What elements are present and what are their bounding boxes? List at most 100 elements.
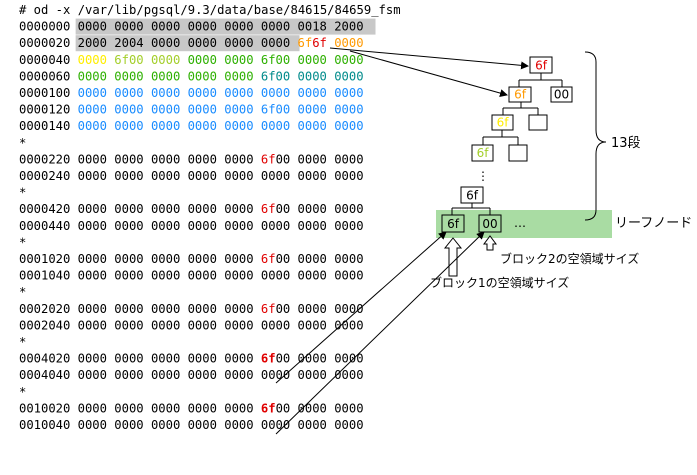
dump-word: 0000 bbox=[151, 53, 180, 67]
dump-word: 6f00 bbox=[261, 53, 290, 67]
dump-offset: 0002020 bbox=[19, 302, 70, 316]
dump-word: 0000 bbox=[224, 103, 253, 117]
dump-word: 0000 bbox=[334, 169, 363, 183]
dump-word: 0000 bbox=[78, 86, 107, 100]
tree-node-l2-left-label: 6f bbox=[514, 88, 527, 102]
dump-word: 0000 bbox=[151, 86, 180, 100]
dump-word: 0018 bbox=[298, 20, 327, 34]
levels-brace bbox=[584, 51, 607, 221]
dump-offset: 0000140 bbox=[19, 119, 70, 133]
dump-offset: 0000040 bbox=[19, 53, 70, 67]
dump-word: 0000 bbox=[78, 202, 107, 216]
dump-word: 0000 bbox=[114, 302, 143, 316]
dump-word: 0000 bbox=[224, 368, 253, 382]
dump-word: 0000 bbox=[261, 20, 290, 34]
dump-word: 0000 bbox=[334, 219, 363, 233]
dump-word: 0000 bbox=[188, 302, 217, 316]
dump-word: 0000 bbox=[78, 152, 107, 166]
dump-word: 0000 bbox=[151, 252, 180, 266]
tree-leaf-1-label: 6f bbox=[447, 217, 460, 231]
dump-word: 0000 bbox=[224, 269, 253, 283]
dump-offset: 0010040 bbox=[19, 418, 70, 432]
dump-word: 0000 bbox=[114, 69, 143, 83]
dump-word: 0000 bbox=[114, 103, 143, 117]
dump-word: 0000 bbox=[188, 169, 217, 183]
dump-word: 6f00 bbox=[261, 302, 290, 316]
dump-word: 0000 bbox=[261, 368, 290, 382]
dump-word: 0000 bbox=[151, 119, 180, 133]
dump-word: 0000 bbox=[151, 169, 180, 183]
dump-word: 0000 bbox=[298, 252, 327, 266]
tree-node-l4-right bbox=[508, 144, 528, 162]
dump-word: 0000 bbox=[334, 318, 363, 332]
dump-word: 0000 bbox=[261, 418, 290, 432]
dump-word: 0000 bbox=[298, 119, 327, 133]
dump-word: 0000 bbox=[188, 368, 217, 382]
dump-word: 0000 bbox=[298, 269, 327, 283]
dump-word: 0000 bbox=[298, 352, 327, 366]
dump-word: 0000 bbox=[334, 103, 363, 117]
dump-word: 0000 bbox=[261, 86, 290, 100]
dump-word: 0000 bbox=[334, 36, 363, 50]
block1-label: ブロック1の空領域サイズ bbox=[430, 275, 569, 290]
dump-word: 0000 bbox=[334, 418, 363, 432]
dump-word: 0000 bbox=[114, 368, 143, 382]
dump-word: 0000 bbox=[188, 252, 217, 266]
dump-word: 0000 bbox=[298, 219, 327, 233]
dump-word: 0000 bbox=[261, 269, 290, 283]
dump-word: 0000 bbox=[334, 152, 363, 166]
dump-word: 0000 bbox=[261, 119, 290, 133]
tree-leaf-2 bbox=[478, 214, 502, 233]
dump-word: 0000 bbox=[78, 20, 107, 34]
dump-word: 0000 bbox=[151, 269, 180, 283]
dump-word: 0000 bbox=[78, 252, 107, 266]
dump-offset: 0002040 bbox=[19, 318, 70, 332]
dump-word: 6f00 bbox=[261, 352, 290, 366]
dump-word: 2004 bbox=[114, 36, 143, 50]
tree-node-l2-right-label: 00 bbox=[554, 88, 569, 102]
dump-word: 0000 bbox=[78, 53, 107, 67]
dump-word: 6f00 bbox=[261, 252, 290, 266]
tree-node-l3-right bbox=[528, 114, 548, 131]
dump-word: 0000 bbox=[224, 36, 253, 50]
dump-word: 0000 bbox=[188, 219, 217, 233]
dump-word: 0000 bbox=[334, 252, 363, 266]
dump-offset: 0001020 bbox=[19, 252, 70, 266]
dump-word: 0000 bbox=[188, 69, 217, 83]
highlight-band bbox=[75, 35, 300, 52]
tree-node-l2-right bbox=[550, 86, 573, 103]
levels-label: 13段 bbox=[611, 136, 641, 151]
dump-word: 0000 bbox=[114, 401, 143, 415]
dump-word: 0000 bbox=[261, 169, 290, 183]
dump-word: 0000 bbox=[224, 69, 253, 83]
dump-word: 0000 bbox=[188, 401, 217, 415]
dump-offset: 0000000 bbox=[19, 20, 70, 34]
dump-word: 0000 bbox=[114, 86, 143, 100]
dump-word: 0000 bbox=[151, 20, 180, 34]
tree-node-l3-left-label: 6f bbox=[497, 116, 510, 130]
dump-offset: 0000440 bbox=[19, 219, 70, 233]
dump-word: 0000 bbox=[224, 252, 253, 266]
block2-arrow bbox=[483, 235, 497, 251]
dump-word: 0000 bbox=[188, 269, 217, 283]
dump-word: 0000 bbox=[78, 368, 107, 382]
dump-word: 0000 bbox=[114, 152, 143, 166]
dump-word: 6f00 bbox=[261, 401, 290, 415]
dump-offset: 0010020 bbox=[19, 401, 70, 415]
dump-word: 0000 bbox=[151, 318, 180, 332]
dump-word: 0000 bbox=[334, 69, 363, 83]
dump-word: 0000 bbox=[114, 269, 143, 283]
dump-offset: 0000420 bbox=[19, 202, 70, 216]
dump-word: 0000 bbox=[114, 418, 143, 432]
dump-offset: 0000020 bbox=[19, 36, 70, 50]
dump-word: 0000 bbox=[334, 119, 363, 133]
dump-word: 0000 bbox=[151, 202, 180, 216]
block2-label: ブロック2の空領域サイズ bbox=[500, 251, 639, 266]
dump-word: 0000 bbox=[114, 318, 143, 332]
dump-word: 0000 bbox=[261, 36, 290, 50]
dump-word: 0000 bbox=[78, 119, 107, 133]
dump-word: 6f00 bbox=[261, 103, 290, 117]
dump-word: 0000 bbox=[334, 53, 363, 67]
dump-word: 0000 bbox=[334, 86, 363, 100]
dump-word: 0000 bbox=[151, 69, 180, 83]
